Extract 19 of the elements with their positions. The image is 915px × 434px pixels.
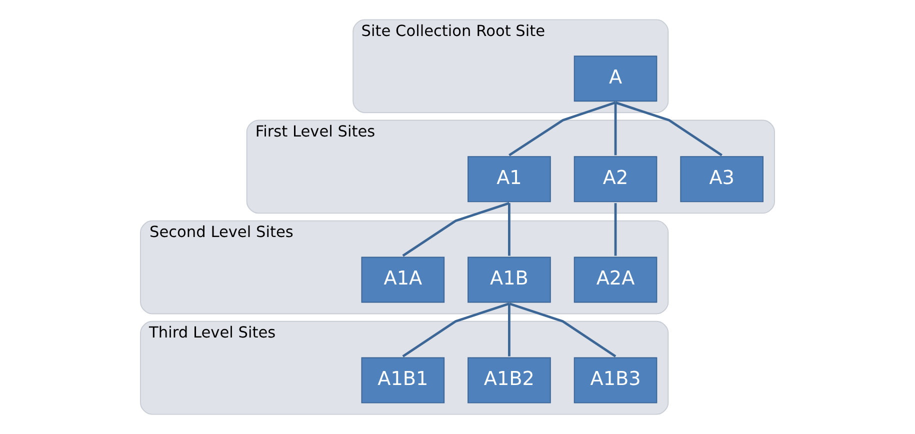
node-box: A2	[574, 156, 658, 202]
node-box: A1B1	[361, 357, 445, 404]
node-box: A1A	[361, 256, 445, 303]
connector	[615, 101, 722, 156]
connector	[508, 203, 510, 256]
node-box: A3	[680, 156, 764, 202]
connector	[508, 101, 616, 156]
node-box: A1	[468, 156, 551, 202]
connector	[402, 202, 510, 257]
connector	[614, 102, 617, 156]
connector	[508, 302, 616, 358]
node-box: A2A	[574, 256, 658, 303]
node-box: A1B2	[468, 357, 551, 404]
connector	[614, 203, 617, 256]
node-box: A	[574, 56, 658, 102]
node-box: A1B	[468, 256, 551, 303]
node-box: A1B3	[574, 357, 658, 404]
connector	[508, 304, 510, 356]
connector	[402, 302, 510, 358]
